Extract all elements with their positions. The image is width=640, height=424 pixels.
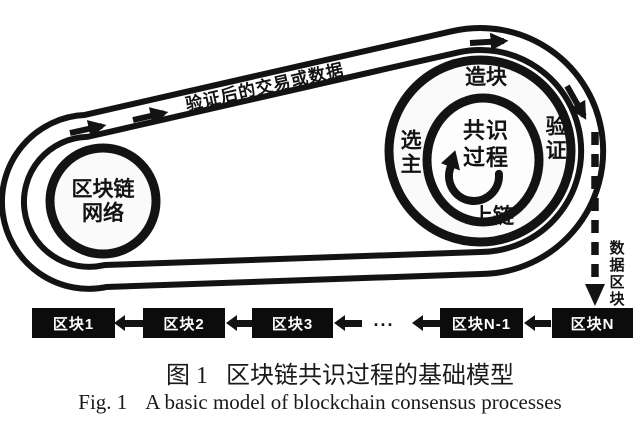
network-node-label: 区块链 网络 [72, 178, 135, 226]
block-2: 区块2 [143, 308, 225, 338]
block-n: 区块N [552, 308, 633, 338]
belt-arrow-icon [469, 32, 509, 51]
block-n-1: 区块N-1 [440, 308, 523, 338]
block-1: 区块1 [32, 308, 115, 338]
step-create-block-label: 造块 [465, 66, 507, 89]
step-elect-leader-label: 选主 [398, 129, 422, 177]
belt-arrow-icon [69, 120, 107, 138]
arrow-head-icon [524, 315, 535, 331]
arrow-shaft [423, 319, 440, 327]
arrow-shaft [125, 319, 144, 327]
belt-loop-core [4, 30, 601, 286]
arrow-head-icon [412, 315, 423, 331]
arrow-shaft [237, 319, 253, 327]
chain-arrow-icon [412, 315, 440, 331]
chain-arrow-icon [524, 315, 551, 331]
network-node-line1: 区块链 [71, 178, 135, 201]
chain-arrow-icon [226, 315, 253, 331]
caption-zh-number: 图 1 [166, 363, 208, 389]
caption-zh-text: 区块链共识过程的基础模型 [226, 363, 514, 389]
block-3: 区块3 [252, 308, 333, 338]
chain-ellipsis: ... [373, 310, 395, 330]
step-verify-label: 验证 [543, 115, 567, 163]
arrow-shaft [345, 319, 362, 327]
caption-english: Fig. 1 A basic model of blockchain consen… [0, 390, 640, 415]
network-circle [45, 143, 161, 259]
arrow-shaft [535, 319, 551, 327]
rotation-arrow-head-icon [441, 150, 460, 171]
chain-arrow-icon [114, 315, 144, 331]
data-block-arrow-head-icon [585, 284, 605, 306]
chain-arrow-icon [334, 315, 362, 331]
caption-chinese: 图 1 区块链共识过程的基础模型 [40, 355, 640, 390]
arrow-head-icon [226, 315, 237, 331]
arrow-head-icon [114, 315, 125, 331]
belt-diagram [0, 24, 607, 306]
consensus-core-line2: 过程 [462, 145, 510, 170]
belt-arrow-icon [132, 107, 169, 125]
step-on-chain-label: 上链 [472, 205, 514, 228]
consensus-core-label: 共识 过程 [463, 117, 509, 171]
arrow-head-icon [334, 315, 345, 331]
caption-en-number: Fig. 1 [78, 390, 128, 414]
data-block-arrow-label: 数据区块 [607, 240, 625, 308]
consensus-core-line1: 共识 [462, 118, 510, 143]
blockchain-row: 区块1 区块2 区块3 ... 区块N-1 区块N [0, 308, 640, 338]
network-node-line2: 网络 [82, 202, 124, 225]
rotation-arrow-icon [445, 163, 503, 205]
caption-en-text: A basic model of blockchain consensus pr… [145, 390, 562, 414]
belt-arrow-icon [564, 84, 587, 120]
